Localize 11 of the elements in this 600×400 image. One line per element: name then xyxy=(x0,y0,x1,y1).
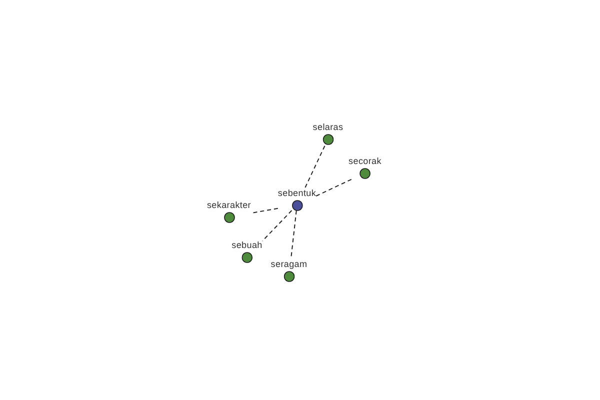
node-label: sekarakter xyxy=(206,200,252,210)
node-label: seragam xyxy=(270,258,308,268)
dashed-connector xyxy=(262,210,292,242)
dashed-connector xyxy=(250,208,278,214)
dashed-connector xyxy=(316,178,354,196)
dashed-connector xyxy=(304,144,326,188)
node-label: sebuah xyxy=(232,240,262,250)
node-label: sebentuk xyxy=(278,188,316,198)
node-label: secorak xyxy=(348,156,382,166)
node-label: selaras xyxy=(312,122,344,132)
dashed-connector xyxy=(290,210,297,259)
